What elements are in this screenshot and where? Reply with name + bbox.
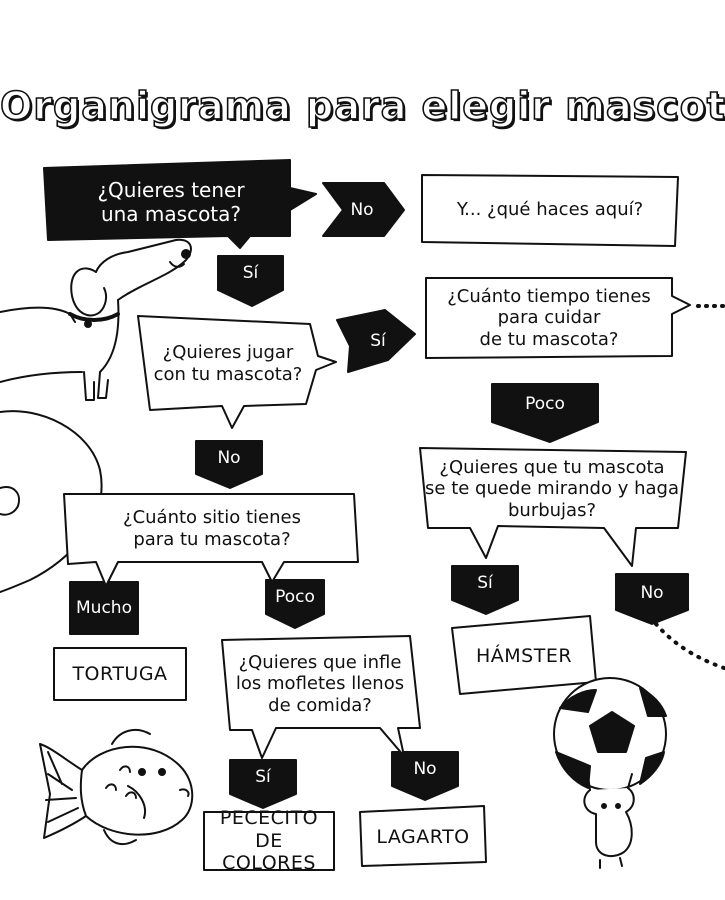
answer-tortuga: TORTUGA	[72, 662, 168, 685]
tag-si-3	[451, 565, 519, 615]
bubble-bubbles	[419, 447, 687, 567]
label-si-bubbles: Sí	[477, 572, 493, 593]
answer-box-lagarto	[359, 805, 487, 867]
label-no-want-pet: No	[350, 199, 374, 220]
tag-si-4	[229, 759, 297, 809]
answer-lagarto: LAGARTO	[376, 825, 470, 848]
tag-poco-1	[491, 383, 599, 443]
answer-box-pececito	[203, 811, 335, 871]
bubble-space	[63, 493, 359, 587]
question-space: ¿Cuánto sitio tienes para tu mascota?	[123, 507, 301, 550]
label-si-want-pet: Sí	[242, 262, 259, 283]
label-mucho-space: Mucho	[76, 597, 132, 618]
fish-illustration	[39, 728, 194, 846]
label-si-play: Sí	[370, 330, 386, 351]
label-no-cheeks: No	[413, 758, 437, 779]
bubble-time	[425, 277, 691, 359]
question-want-pet: ¿Quieres tener una mascota?	[97, 178, 245, 226]
arrow-tag-no-1	[322, 182, 405, 237]
bubble-cheeks	[221, 635, 421, 759]
dotted-path-no	[654, 622, 725, 670]
answer-box-tortuga	[53, 647, 187, 701]
tag-si-1	[217, 255, 284, 307]
bubble-play	[137, 315, 337, 429]
label-si-cheeks: Sí	[255, 766, 271, 787]
bubble-want-pet	[43, 159, 317, 249]
label-poco-time: Poco	[525, 393, 565, 414]
page-title: Organigrama para elegir mascota	[0, 83, 725, 129]
question-cheeks: ¿Quieres que infle los mofletes llenos d…	[235, 651, 405, 716]
label-no-bubbles: No	[640, 582, 664, 603]
tag-mucho	[69, 581, 139, 635]
answer-hamster: HÁMSTER	[475, 644, 573, 667]
tag-no-2	[195, 440, 263, 489]
question-bubbles: ¿Quieres que tu mascota se te quede mira…	[425, 456, 679, 521]
label-poco-space: Poco	[275, 586, 315, 607]
tag-poco-2	[265, 579, 325, 629]
answer-pececito: PECECITO DE COLORES	[219, 806, 319, 875]
tag-no-3	[615, 573, 689, 625]
ball-mouse-illustration	[553, 677, 667, 869]
tag-no-4	[391, 751, 459, 801]
question-time: ¿Cuánto tiempo tienes para cuidar de tu …	[447, 285, 651, 350]
question-what-here: Y... ¿qué haces aquí?	[456, 199, 644, 221]
label-no-play: No	[217, 447, 241, 468]
question-play: ¿Quieres jugar con tu mascota?	[153, 342, 303, 385]
box-what-here	[421, 174, 679, 247]
arrow-tag-si-2	[336, 309, 416, 373]
